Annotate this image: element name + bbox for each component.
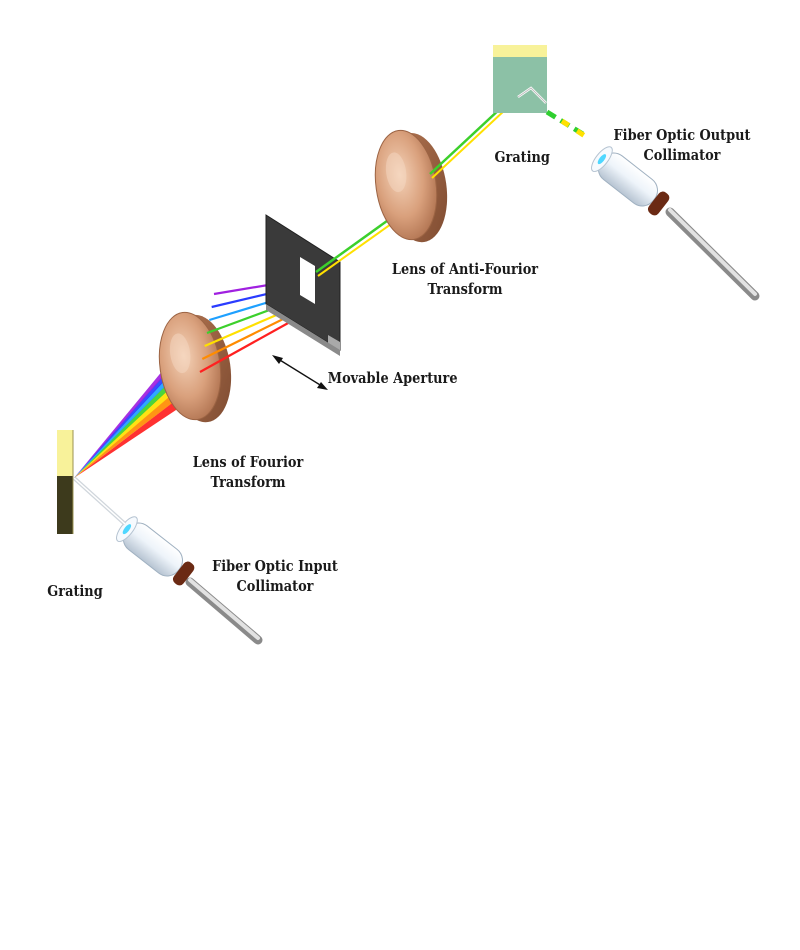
label-lens-anti-fourier: Lens of Anti-Fourior Transform [388,259,543,299]
output-grating [493,45,547,113]
label-fiber-output-line2: Collimator [643,146,721,164]
label-fiber-output-collimator: Fiber Optic Output Collimator [613,125,751,165]
spectrum-beam [201,314,292,360]
input-grating [57,430,74,534]
label-fiber-input-line1: Fiber Optic Input [212,557,338,575]
label-lens-fourier-line1: Lens of Fourior [192,453,304,471]
label-lens-fourier-line2: Transform [210,473,286,491]
label-lens-anti-fourier-line2: Transform [427,280,503,298]
label-grating-output: Grating [494,148,550,166]
fourier-lens [158,311,232,423]
aperture-motion-arrow [272,355,328,390]
fiber-output-ring [647,191,670,216]
fiber-input-ring [172,561,195,586]
fiber-input-cable [185,577,263,645]
label-fiber-input-collimator: Fiber Optic Input Collimator [211,556,340,596]
fiber-output-collimator [591,146,670,216]
label-lens-fourier: Lens of Fourior Transform [188,452,308,492]
fiber-output-cable [665,207,760,301]
aperture-slit [300,257,315,304]
spectrum-beam [199,321,291,373]
label-lens-anti-fourier-line1: Lens of Anti-Fourior [391,260,539,278]
label-grating-input: Grating [47,582,103,600]
label-fiber-input-line2: Collimator [236,577,314,595]
label-movable-aperture: Movable Aperture [327,369,458,387]
fiber-input-collimator [116,516,195,586]
label-fiber-output-line1: Fiber Optic Output [613,126,751,144]
movable-aperture [265,214,341,356]
anti-fourier-lens [374,129,448,243]
